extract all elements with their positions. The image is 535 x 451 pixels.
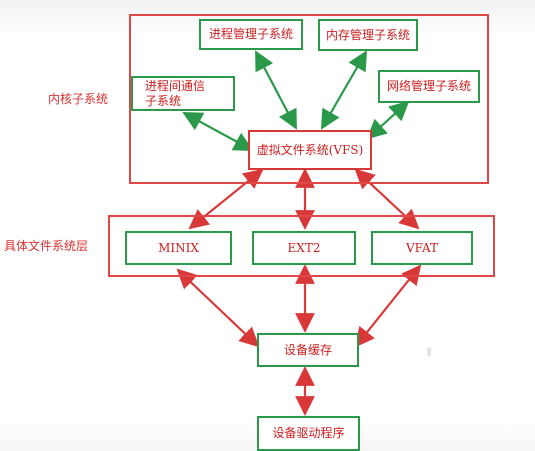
cursor-marker-icon: ⇕ — [424, 345, 435, 359]
vfs-node: 虚拟文件系统(VFS) — [248, 130, 372, 170]
concrete-filesystem-label: 具体文件系统层 — [4, 239, 89, 253]
vfat-node: VFAT — [371, 231, 473, 265]
kernel-subsystem-group — [129, 14, 489, 184]
arrow-memory-to-vfs — [321, 50, 367, 130]
device-driver-node: 设备驱动程序 — [257, 416, 360, 451]
kernel-subsystem-label: 内核子系统 — [48, 92, 109, 106]
arrow-network-to-vfs — [366, 100, 410, 140]
arrow-vfat-to-cache — [354, 264, 422, 348]
ext2-node: EXT2 — [252, 231, 356, 265]
concrete-filesystem-group — [108, 215, 495, 277]
arrow-vfs-to-minix — [188, 168, 264, 230]
minix-node: MINIX — [125, 231, 232, 265]
memory-management-node: 内存管理子系统 — [318, 19, 418, 51]
ipc-subsystem-node: 进程间通信 子系统 — [131, 76, 235, 111]
arrow-ipc-to-vfs — [182, 112, 254, 151]
network-management-node: 网络管理子系统 — [378, 70, 480, 103]
arrow-process-to-vfs — [255, 50, 297, 130]
process-management-node: 进程管理子系统 — [199, 19, 303, 50]
arrow-minix-to-cache — [176, 268, 260, 348]
arrow-vfs-to-vfat — [354, 168, 420, 230]
device-cache-node: 设备缓存 — [257, 333, 359, 367]
